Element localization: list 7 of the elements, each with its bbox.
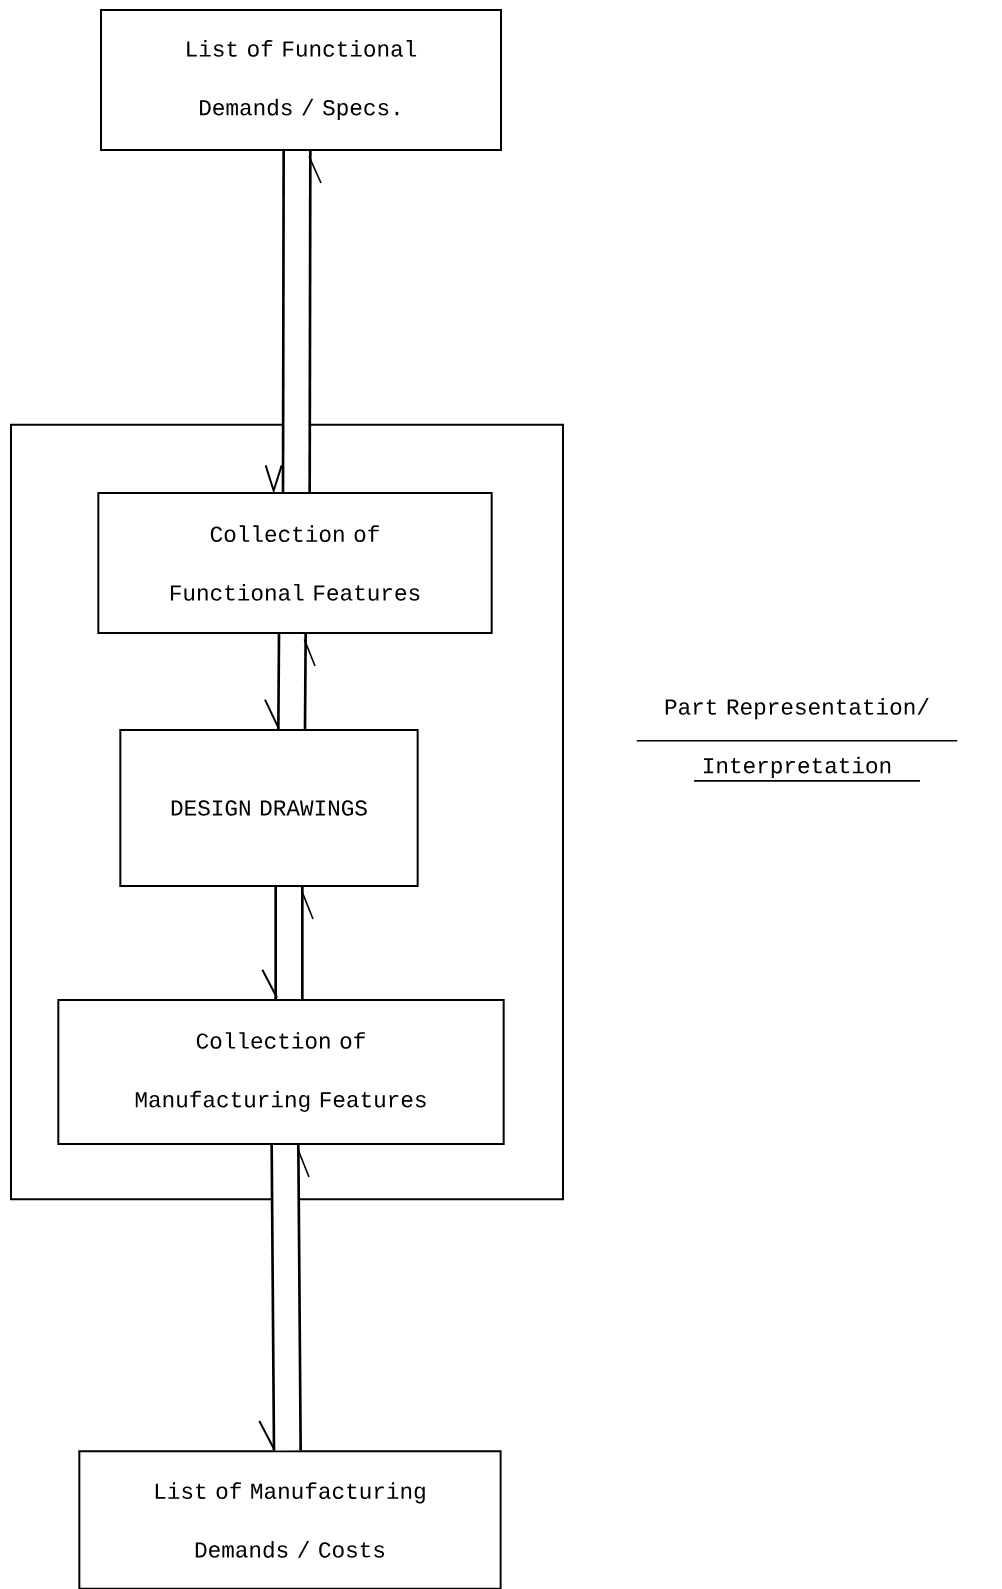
frame-box [10, 423, 564, 1201]
process-box: List of Functional Demands / Specs. [100, 9, 502, 151]
process-box: Collection of Manufacturing Features [57, 999, 505, 1145]
process-box: DESIGN DRAWINGS [119, 729, 419, 887]
underlined-label: Part Representation/ Interpretation [635, 698, 959, 782]
process-box: List of Manufacturing Demands / Costs [78, 1450, 502, 1589]
process-box: Collection of Functional Features [97, 492, 493, 634]
